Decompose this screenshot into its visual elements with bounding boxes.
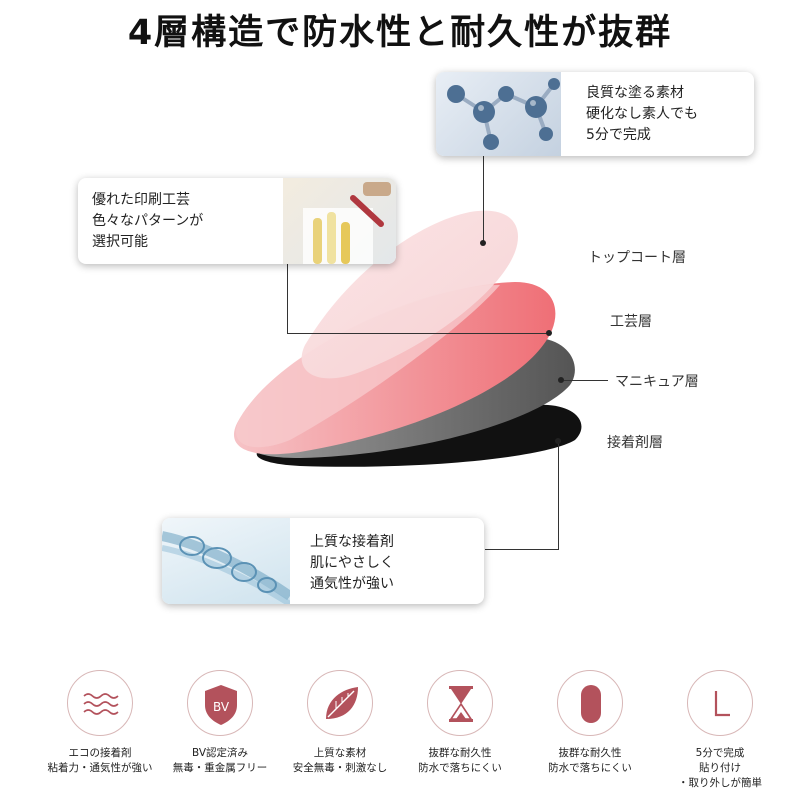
molecule-icon bbox=[447, 78, 560, 150]
card-print-line-2: 色々なパターンが bbox=[92, 213, 204, 229]
waves-icon bbox=[83, 693, 119, 715]
feature-durability-2: 抜群な耐久性 防水で落ちにくい bbox=[525, 670, 655, 776]
leader-dot-left bbox=[546, 330, 552, 336]
gel-bubble-icon bbox=[162, 531, 290, 604]
leader-line-bottom-vertical bbox=[558, 440, 559, 550]
hourglass-icon bbox=[449, 686, 473, 722]
feature-durability2-line-2: 防水で落ちにくい bbox=[548, 762, 632, 774]
layer-label-topcoat: トップコート層 bbox=[588, 250, 686, 266]
feature-quick-line-3: ・取り外しが簡単 bbox=[678, 777, 762, 789]
leader-line-top bbox=[483, 155, 484, 243]
feature-material-line-2: 安全無毒・刺激なし bbox=[292, 762, 388, 774]
leader-line-left-vertical bbox=[287, 262, 288, 334]
card-print-line-1: 優れた印刷工芸 bbox=[92, 192, 190, 208]
card-printing-craft: 優れた印刷工芸 色々なパターンが 選択可能 bbox=[78, 178, 396, 264]
feature-durability1-line-1: 抜群な耐久性 bbox=[428, 747, 492, 759]
bv-shield-icon: BV bbox=[205, 685, 237, 725]
card-paint-line-2: 硬化なし素人でも bbox=[586, 106, 698, 122]
feature-quick-line-1: 5分で完成 bbox=[695, 747, 745, 759]
molecule-image bbox=[436, 72, 561, 156]
feature-eco-line-2: 粘着力・通気性が強い bbox=[47, 762, 153, 774]
leader-line-left-horizontal bbox=[287, 333, 549, 334]
feature-durability1-line-2: 防水で落ちにくい bbox=[418, 762, 502, 774]
leader-line-polish bbox=[564, 380, 608, 381]
test-tube-icon bbox=[303, 182, 391, 264]
card-print-line-3: 選択可能 bbox=[92, 234, 148, 250]
card-paint-material: 良質な塗る素材 硬化なし素人でも 5分で完成 bbox=[436, 72, 754, 156]
feature-durability2-line-1: 抜群な耐久性 bbox=[558, 747, 622, 759]
leader-line-bottom-horizontal bbox=[485, 549, 559, 550]
card-adhesive-line-2: 肌にやさしく bbox=[310, 555, 394, 571]
feature-bv-certified: BV BV認定済み 無毒・重金属フリー bbox=[155, 670, 285, 776]
card-adhesive-line-3: 通気性が強い bbox=[310, 576, 394, 592]
bv-badge-text: BV bbox=[213, 700, 230, 714]
card-adhesive: 上質な接着剤 肌にやさしく 通気性が強い bbox=[162, 518, 484, 604]
nail-icon bbox=[581, 685, 601, 723]
feature-eco-line-1: エコの接着剤 bbox=[68, 747, 132, 759]
leaf-icon bbox=[326, 687, 358, 719]
feature-quick-finish: 5分で完成 貼り付け ・取り外しが簡単 bbox=[655, 670, 785, 791]
topcoat-layer-shape bbox=[301, 210, 518, 379]
leader-dot-bottom bbox=[555, 438, 561, 444]
page-title: 4層構造で防水性と耐久性が抜群 bbox=[127, 13, 673, 53]
feature-bv-line-2: 無毒・重金属フリー bbox=[172, 762, 268, 774]
feature-bv-line-1: BV認定済み bbox=[191, 747, 249, 759]
card-paint-line-3: 5分で完成 bbox=[586, 127, 651, 143]
leader-dot-top bbox=[480, 240, 486, 246]
layer-label-craft: 工芸層 bbox=[610, 314, 652, 330]
leader-dot-polish bbox=[558, 377, 564, 383]
layer-label-adhesive: 接着剤層 bbox=[607, 435, 663, 451]
adhesive-image bbox=[162, 518, 290, 604]
feature-durability-1: 抜群な耐久性 防水で落ちにくい bbox=[395, 670, 525, 776]
feature-material-line-1: 上質な素材 bbox=[313, 747, 367, 759]
feature-quality-material: 上質な素材 安全無毒・刺激なし bbox=[275, 670, 405, 776]
lab-image bbox=[283, 178, 396, 264]
feature-quick-line-2: 貼り付け bbox=[699, 762, 741, 774]
clock-icon bbox=[714, 691, 730, 717]
card-paint-line-1: 良質な塗る素材 bbox=[586, 85, 684, 101]
card-adhesive-line-1: 上質な接着剤 bbox=[310, 534, 394, 550]
layer-label-polish: マニキュア層 bbox=[615, 374, 699, 390]
feature-eco-adhesive: エコの接着剤 粘着力・通気性が強い bbox=[35, 670, 165, 776]
